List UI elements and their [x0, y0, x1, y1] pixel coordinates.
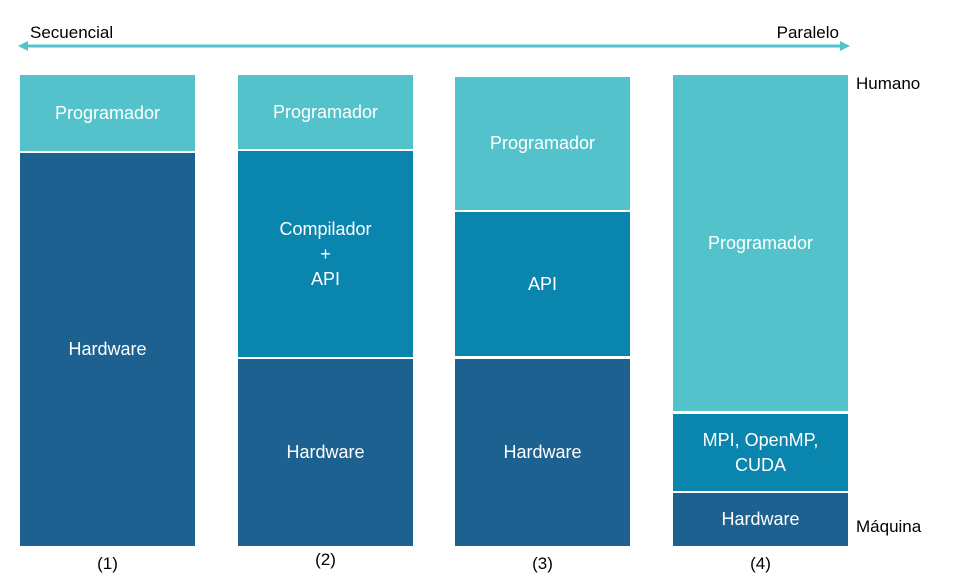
hardware-block: Hardware: [238, 359, 413, 546]
column-caption-4: (4): [750, 554, 771, 573]
human-label: Humano: [856, 74, 921, 93]
hardware-block: Hardware: [673, 493, 848, 546]
sequential-parallel-arrow: [18, 41, 850, 51]
hardware-block: Hardware: [20, 153, 195, 546]
machine-label: Máquina: [856, 517, 922, 536]
mpi-openmp-cuda-block: MPI, OpenMP, CUDA: [673, 414, 848, 491]
programmer-block: Programador: [238, 75, 413, 149]
stack-column-2: Programador Compilador + API Hardware: [238, 75, 413, 546]
api-block: API: [455, 212, 630, 356]
stack-column-1: Programador Hardware: [20, 75, 195, 546]
stack-column-4: Programador MPI, OpenMP, CUDA Hardware: [673, 75, 848, 546]
programmer-block: Programador: [673, 75, 848, 411]
sequential-label: Secuencial: [30, 23, 114, 42]
compiler-api-block: Compilador + API: [238, 151, 413, 357]
parallel-label: Paralelo: [776, 23, 839, 42]
column-caption-2: (2): [315, 550, 336, 569]
programmer-block: Programador: [455, 77, 630, 210]
programmer-block: Programador: [20, 75, 195, 151]
stack-column-3: Programador API Hardware: [455, 77, 630, 546]
hardware-block: Hardware: [455, 359, 630, 546]
column-caption-1: (1): [97, 554, 118, 573]
column-caption-3: (3): [532, 554, 553, 573]
